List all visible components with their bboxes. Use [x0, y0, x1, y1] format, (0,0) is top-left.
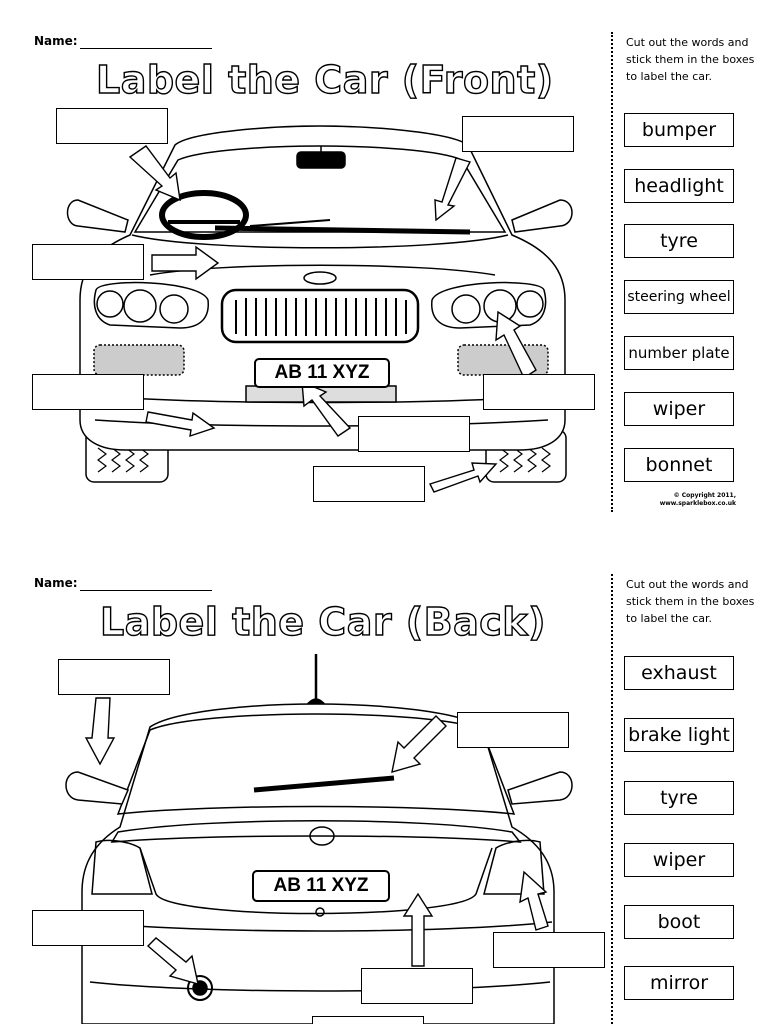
answer-box-6[interactable]	[312, 1016, 424, 1024]
answer-box-3[interactable]	[32, 910, 144, 946]
answer-box-1[interactable]	[56, 108, 168, 144]
name-line[interactable]	[80, 578, 212, 591]
answer-box-7[interactable]	[313, 466, 425, 502]
answer-box-4[interactable]	[32, 374, 144, 410]
answer-box-5[interactable]	[361, 968, 473, 1004]
name-label: Name:	[34, 576, 78, 590]
word-card-bonnet[interactable]: bonnet	[624, 448, 734, 482]
answer-box-6[interactable]	[358, 416, 470, 452]
word-card-steering-wheel[interactable]: steering wheel	[624, 280, 734, 314]
word-card-tyre[interactable]: tyre	[624, 224, 734, 258]
page-title: Label the Car (Back)	[99, 599, 546, 644]
instructions: Cut out the words and stick them in the …	[626, 36, 755, 83]
answer-box-5[interactable]	[483, 374, 595, 410]
name-line[interactable]	[80, 36, 212, 49]
cut-line	[611, 574, 613, 1024]
answer-box-3[interactable]	[32, 244, 144, 280]
word-card-brake-light[interactable]: brake light	[624, 718, 734, 752]
answer-box-4[interactable]	[493, 932, 605, 968]
word-card-number-plate[interactable]: number plate	[624, 336, 734, 370]
word-card-tyre[interactable]: tyre	[624, 781, 734, 815]
answer-box-1[interactable]	[58, 659, 170, 695]
worksheet-back: Name: Label the Car (Back)	[0, 542, 768, 1024]
cut-line	[611, 32, 613, 512]
word-card-boot[interactable]: boot	[624, 905, 734, 939]
word-card-mirror[interactable]: mirror	[624, 966, 734, 1000]
number-plate: AB 11 XYZ	[254, 358, 390, 388]
word-card-headlight[interactable]: headlight	[624, 169, 734, 203]
word-card-exhaust[interactable]: exhaust	[624, 656, 734, 690]
word-card-wiper[interactable]: wiper	[624, 392, 734, 426]
word-card-wiper[interactable]: wiper	[624, 843, 734, 877]
copyright-text: © Copyright 2011, www.sparklebox.co.uk	[659, 492, 736, 507]
word-card-bumper[interactable]: bumper	[624, 113, 734, 147]
answer-box-2[interactable]	[462, 116, 574, 152]
car-front-illustration	[66, 125, 573, 493]
number-plate: AB 11 XYZ	[252, 870, 390, 902]
page-title: Label the Car (Front)	[95, 57, 554, 102]
name-label: Name:	[34, 34, 78, 48]
instructions: Cut out the words and stick them in the …	[626, 578, 755, 625]
answer-box-2[interactable]	[457, 712, 569, 748]
car-back-illustration	[65, 654, 573, 1024]
worksheet-front: Name: Label the Car (Front)	[32, 32, 755, 512]
